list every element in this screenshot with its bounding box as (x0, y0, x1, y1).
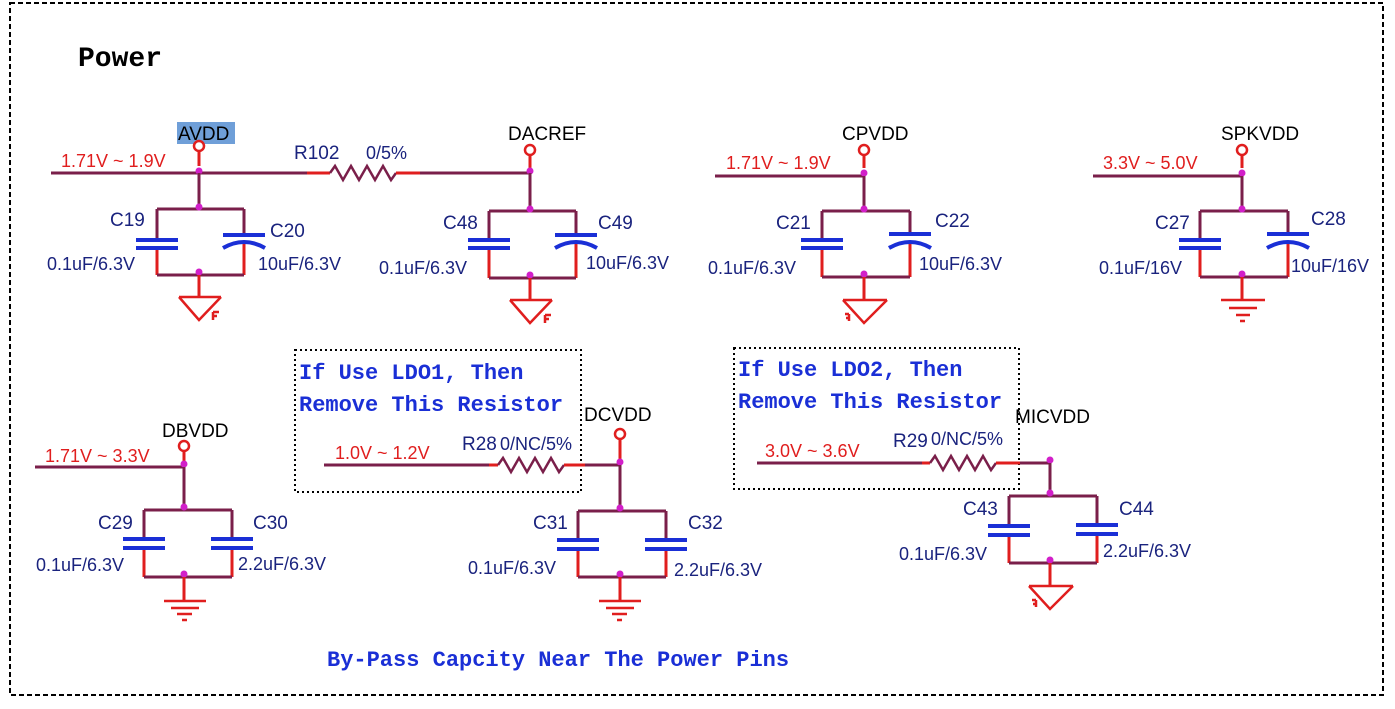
note-box-ldo2 (733, 347, 1020, 490)
dcvdd-group: If Use LDO1, Then Remove This Resistor D… (294, 349, 762, 622)
ground-symbol (178, 295, 222, 322)
cap-ref-c22: C22 (935, 211, 970, 232)
dbvdd-group: DBVDD 1.71V ~ 3.3V C29 0.1uF/6.3V C30 2.… (35, 421, 326, 622)
cap-value-c49: 10uF/6.3V (586, 253, 669, 273)
ground-symbol (842, 298, 888, 325)
ground-symbol (164, 599, 206, 622)
cap-ref-c31: C31 (533, 513, 568, 534)
resistor-r102 (328, 163, 398, 183)
ground-symbol (509, 298, 553, 325)
cap-ref-c29: C29 (98, 513, 133, 534)
cap-value-c29: 0.1uF/6.3V (36, 555, 124, 575)
net-label-avdd: AVDD (178, 124, 229, 145)
net-label-dcvdd: DCVDD (584, 405, 652, 426)
res-ref-r102: R102 (294, 143, 339, 164)
cap-value-c32: 2.2uF/6.3V (674, 560, 762, 580)
schematic-frame (9, 2, 1384, 696)
net-label-cpvdd: CPVDD (842, 124, 909, 145)
res-value-r28: 0/NC/5% (500, 434, 572, 454)
voltage-range-spkvdd: 3.3V ~ 5.0V (1103, 153, 1198, 173)
cap-value-c44: 2.2uF/6.3V (1103, 541, 1191, 561)
cap-value-c27: 0.1uF/16V (1099, 258, 1182, 278)
ground-symbol (1221, 298, 1265, 323)
cap-value-c31: 0.1uF/6.3V (468, 558, 556, 578)
cpvdd-group: CPVDD 1.71V ~ 1.9V C21 0.1uF/6.3V C22 10… (708, 124, 1002, 325)
cap-value-c30: 2.2uF/6.3V (238, 554, 326, 574)
res-ref-r28: R28 (462, 434, 497, 455)
cap-value-c22: 10uF/6.3V (919, 254, 1002, 274)
cap-ref-c21: C21 (776, 213, 811, 234)
voltage-range-micvdd: 3.0V ~ 3.6V (765, 441, 860, 461)
voltage-range-dbvdd: 1.71V ~ 3.3V (45, 446, 150, 466)
cap-ref-c44: C44 (1119, 499, 1154, 520)
cap-ref-c43: C43 (963, 499, 998, 520)
resistor-r29 (928, 453, 998, 473)
cap-ref-c30: C30 (253, 513, 288, 534)
power-pin (192, 139, 206, 153)
cap-ref-c48: C48 (443, 213, 478, 234)
cap-value-c21: 0.1uF/6.3V (708, 258, 796, 278)
ground-symbol (1028, 584, 1074, 611)
res-value-r29: 0/NC/5% (931, 429, 1003, 449)
cap-value-c20: 10uF/6.3V (258, 254, 341, 274)
net-label-dbvdd: DBVDD (162, 421, 229, 442)
sheet-title: Power (78, 44, 162, 75)
cap-ref-c49: C49 (598, 213, 633, 234)
cap-ref-c28: C28 (1311, 209, 1346, 230)
net-label-spkvdd: SPKVDD (1221, 124, 1299, 145)
note-ldo1-line2: Remove This Resistor (299, 393, 563, 418)
cap-value-c43: 0.1uF/6.3V (899, 544, 987, 564)
note-ldo2-line1: If Use LDO2, Then (738, 358, 962, 383)
resistor-r28 (496, 455, 566, 475)
cap-value-c19: 0.1uF/6.3V (47, 254, 135, 274)
spkvdd-group: SPKVDD 3.3V ~ 5.0V C27 0.1uF/16V C28 10u… (1093, 124, 1369, 323)
cap-ref-c32: C32 (688, 513, 723, 534)
note-ldo1-line1: If Use LDO1, Then (299, 361, 523, 386)
ground-symbol (599, 599, 641, 622)
cap-ref-c19: C19 (110, 210, 145, 231)
net-label-dacref: DACREF (508, 124, 586, 145)
note-ldo2-line2: Remove This Resistor (738, 390, 1002, 415)
cap-value-c28: 10uF/16V (1291, 256, 1369, 276)
micvdd-group: If Use LDO2, Then Remove This Resistor M… (733, 347, 1191, 611)
net-highlight (177, 122, 235, 144)
note-box-ldo1 (294, 349, 582, 493)
cap-ref-c27: C27 (1155, 213, 1190, 234)
voltage-range-dcvdd: 1.0V ~ 1.2V (335, 443, 430, 463)
voltage-range-avdd: 1.71V ~ 1.9V (61, 151, 166, 171)
res-value-r102: 0/5% (366, 143, 407, 163)
net-label-micvdd: MICVDD (1015, 407, 1090, 428)
res-ref-r29: R29 (893, 431, 928, 452)
avdd-group: AVDD 1.71V ~ 1.9V C19 0.1uF/6.3V C20 10u… (47, 122, 669, 325)
cap-value-c48: 0.1uF/6.3V (379, 258, 467, 278)
footer-note: By-Pass Capcity Near The Power Pins (327, 648, 789, 673)
cap-ref-c20: C20 (270, 221, 305, 242)
voltage-range-cpvdd: 1.71V ~ 1.9V (726, 153, 831, 173)
